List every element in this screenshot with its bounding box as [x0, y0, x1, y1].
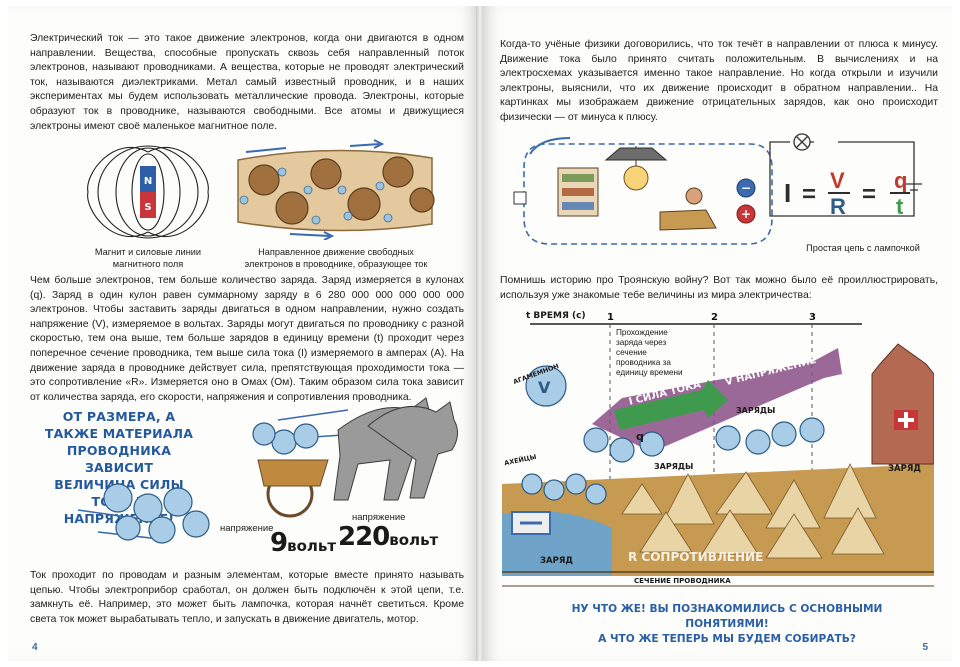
page-number-left: 4	[32, 642, 38, 653]
formula-t: t	[896, 194, 904, 219]
formula-q: q	[894, 168, 907, 193]
cross-section-note: Прохождение заряда через сечение проводн…	[616, 328, 683, 377]
time-tick-1: 1	[607, 312, 614, 323]
voltage-letter: V	[538, 378, 551, 397]
electron-flow-illustration	[237, 139, 435, 240]
volt-220-label: напряжение	[352, 512, 406, 523]
volt-9-number: 9	[270, 528, 288, 558]
intro-paragraph: Электрический ток — это такое движение э…	[30, 33, 464, 132]
volt-9-unit: вольт	[287, 537, 337, 555]
right-page: Когда-то учёные физики договорились, что…	[482, 6, 952, 661]
electrons-caption: Направленное движение свободных электрон…	[244, 247, 428, 269]
switch-icon	[513, 191, 527, 205]
formula-eq-1: =	[802, 181, 816, 208]
current-direction-paragraph: Когда-то учёные физики договорились, что…	[500, 39, 938, 123]
cross-section-label: СЕЧЕНИЕ ПРОВОДНИКА	[634, 577, 731, 585]
circuit-illustration: − +	[513, 133, 922, 245]
plus-terminal: +	[741, 207, 751, 221]
page-number-right: 5	[922, 642, 928, 653]
charge-label-left: ЗАРЯД	[540, 556, 573, 566]
charges-label-1: ЗАРЯДЫ	[654, 462, 694, 471]
formula-i: I	[784, 178, 791, 208]
magnet-caption: Магнит и силовые линии магнитного поля	[94, 247, 202, 269]
magnet-n-label: N	[144, 176, 152, 187]
current-band	[614, 380, 728, 430]
volt-9-label: напряжение	[220, 523, 274, 534]
volt-220-number: 220	[338, 522, 390, 552]
formula-graphic: I = V R = q t	[784, 168, 910, 219]
troy-illustration	[502, 323, 934, 587]
ohms-law-formula: I = V R = q t	[770, 166, 938, 220]
book-spread: Электрический ток — это такое движение э…	[8, 6, 952, 661]
final-question: НУ ЧТО ЖЕ! ВЫ ПОЗНАКОМИЛИСЬ С ОСНОВНЫМИ …	[532, 602, 922, 647]
magnet-field-illustration: N S	[87, 145, 209, 239]
time-tick-2: 2	[711, 312, 718, 323]
charge-paragraph: Чем больше электронов, тем больше количе…	[30, 275, 464, 403]
charge-label-right: ЗАРЯД	[888, 464, 921, 474]
left-page: Электрический ток — это такое движение э…	[8, 6, 478, 661]
magnet-north-pole	[140, 166, 156, 192]
circuit-paragraph: Ток проходит по проводам и разным элемен…	[30, 570, 464, 625]
resistance-label: R СОПРОТИВЛЕНИЕ	[628, 550, 764, 564]
troy-paragraph: Помнишь историю про Троянскую войну? Вот…	[500, 275, 938, 301]
formula-eq-2: =	[862, 181, 876, 208]
time-axis-label: t ВРЕМЯ (с)	[526, 311, 586, 321]
minus-terminal: −	[741, 181, 751, 195]
chariot-illustration	[77, 397, 458, 544]
magnet-south-pole	[140, 192, 156, 218]
formula-v: V	[830, 168, 845, 193]
volt-220-value: 220вольт	[338, 522, 438, 552]
final-line-1: НУ ЧТО ЖЕ! ВЫ ПОЗНАКОМИЛИСЬ С ОСНОВНЫМИ …	[571, 603, 883, 630]
book-gutter	[476, 6, 484, 661]
magnet-s-label: S	[144, 202, 151, 213]
formula-r: R	[830, 194, 846, 219]
volt-9-value: 9вольт	[270, 528, 336, 558]
circuit-caption: Простая цепь с лампочкой	[806, 243, 920, 253]
charge-q-letter: q	[636, 430, 644, 443]
charges-label-2: ЗАРЯДЫ	[736, 406, 776, 415]
volt-220-unit: вольт	[389, 531, 439, 549]
final-line-2: А ЧТО ЖЕ ТЕПЕРЬ МЫ БУДЕМ СОБИРАТЬ?	[598, 633, 856, 645]
time-tick-3: 3	[809, 312, 816, 323]
